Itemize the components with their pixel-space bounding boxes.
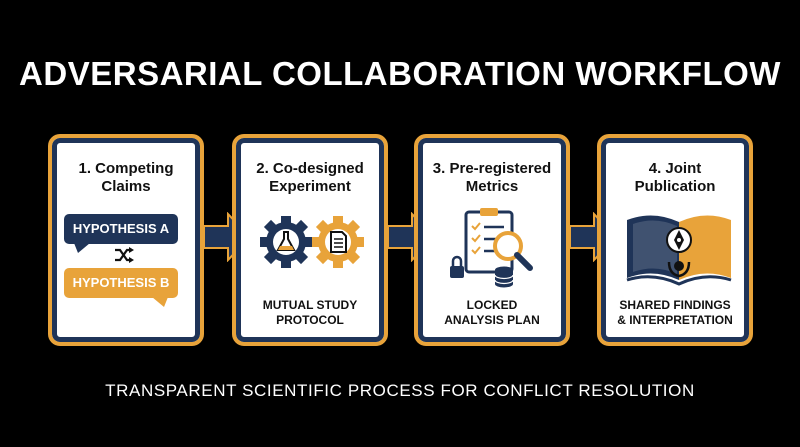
step-title: 3. Pre-registered Metrics <box>432 160 552 195</box>
hypothesis-a-tail <box>74 243 90 253</box>
hypothesis-b-bubble: HYPOTHESIS B <box>64 268 178 298</box>
step-title: 4. Joint Publication <box>634 160 716 195</box>
step-caption: MUTUAL STUDY PROTOCOL <box>262 298 358 327</box>
shuffle-icon <box>115 247 134 263</box>
diagram-title: ADVERSARIAL COLLABORATION WORKFLOW <box>19 55 781 92</box>
step-card-competing-claims: 1. Competing Claims HYPOTHESIS A HYPOTHE… <box>48 134 204 346</box>
step-title: 1. Competing Claims <box>78 160 174 195</box>
step-caption: SHARED FINDINGS & INTERPRETATION <box>617 298 733 327</box>
gear-document-icon <box>312 216 364 268</box>
step-card-pre-registered-metrics: 3. Pre-registered Metrics LOCKED ANALYSI… <box>414 134 570 346</box>
hypothesis-b-label: HYPOTHESIS B <box>72 275 170 290</box>
step-card-co-designed-experiment: 2. Co-designed Experiment MUTUAL STUDY <box>232 134 388 346</box>
step-card-joint-publication: 4. Joint Publication SHARED FINDINGS & I… <box>597 134 753 346</box>
hypothesis-a-bubble: HYPOTHESIS A <box>64 214 178 244</box>
step-title: 2. Co-designed Experiment <box>256 160 364 195</box>
hypothesis-a-label: HYPOTHESIS A <box>72 221 170 236</box>
diagram-subtitle: TRANSPARENT SCIENTIFIC PROCESS FOR CONFL… <box>105 381 695 400</box>
gear-flask-icon <box>260 216 312 268</box>
checklist-magnifier-icon <box>450 208 533 288</box>
step-caption: LOCKED ANALYSIS PLAN <box>444 298 540 327</box>
open-book-pen-icon <box>626 215 732 286</box>
hypothesis-b-tail <box>152 297 168 307</box>
